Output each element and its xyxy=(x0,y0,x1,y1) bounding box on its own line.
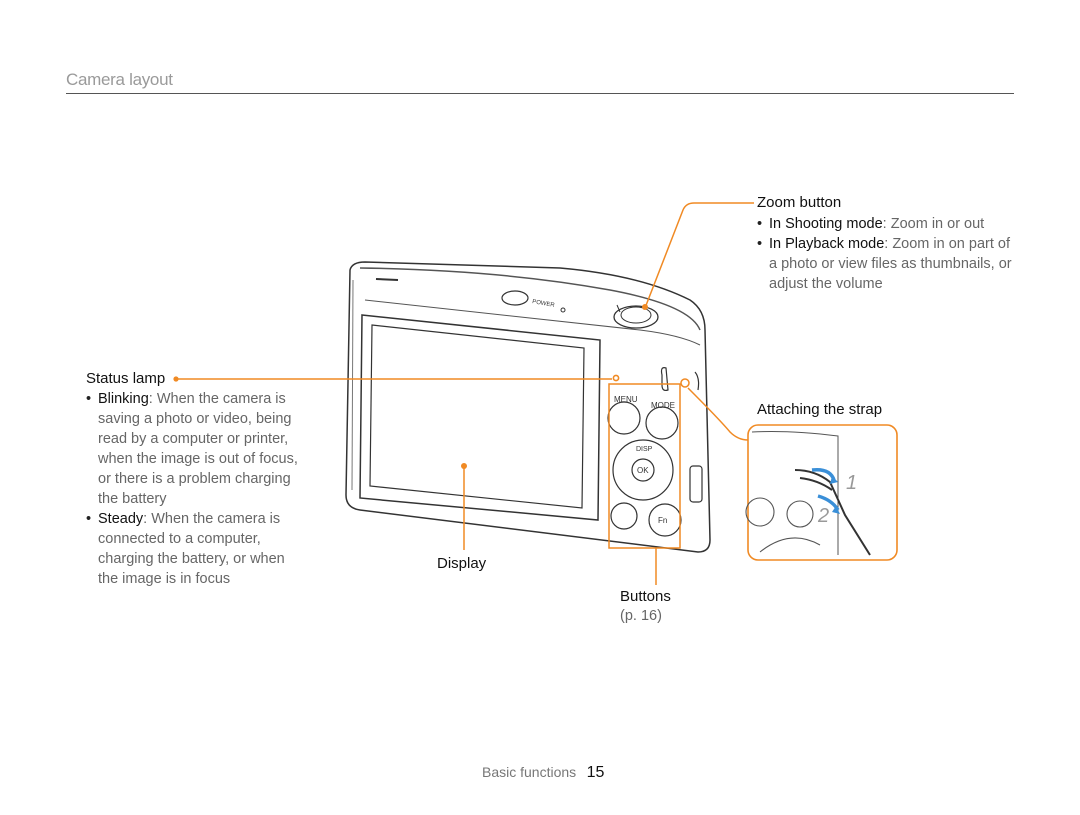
list-item: In Shooting mode: Zoom in or out xyxy=(757,214,1012,234)
zoom-button-label: Zoom button xyxy=(757,194,842,211)
status-lamp-dot xyxy=(612,374,620,382)
ok-label: OK xyxy=(637,466,649,475)
strap-inset xyxy=(745,424,898,561)
strap-step-1: 1 xyxy=(846,472,857,494)
menu-label: MENU xyxy=(614,395,638,404)
display-screen xyxy=(359,314,601,521)
zoom-dial xyxy=(613,304,659,329)
list-item: Blinking: When the camera is saving a ph… xyxy=(86,389,308,509)
title-rule xyxy=(66,93,1014,94)
footer-section: Basic functions xyxy=(482,764,577,780)
power-button xyxy=(501,290,566,313)
buttons-label: Buttons xyxy=(620,588,671,605)
strap-lug xyxy=(660,367,703,503)
zoom-button-list: In Shooting mode: Zoom in or out In Play… xyxy=(757,214,1012,294)
leader-lines xyxy=(176,202,754,585)
display-label: Display xyxy=(437,555,487,572)
page-number: 15 xyxy=(586,764,605,781)
buttons-bracket xyxy=(608,383,681,549)
button-cluster xyxy=(607,401,682,537)
strap-step-2: 2 xyxy=(817,505,829,527)
buttons-page-ref: (p. 16) xyxy=(620,608,662,624)
strap-label: Attaching the strap xyxy=(757,401,883,418)
disp-label: DISP xyxy=(636,446,653,453)
section-title: Camera layout xyxy=(66,70,173,89)
status-lamp-list: Blinking: When the camera is saving a ph… xyxy=(86,389,308,589)
fn-label: Fn xyxy=(658,516,667,525)
power-label: POWER xyxy=(532,299,556,309)
mode-label: MODE xyxy=(651,401,675,410)
strap-lug-marker xyxy=(680,378,690,388)
page-footer: Basic functions 15 xyxy=(482,764,604,782)
list-item: Steady: When the camera is connected to … xyxy=(86,509,308,589)
list-item: In Playback mode: Zoom in on part of a p… xyxy=(757,234,1012,294)
status-lamp-label: Status lamp xyxy=(86,370,166,387)
